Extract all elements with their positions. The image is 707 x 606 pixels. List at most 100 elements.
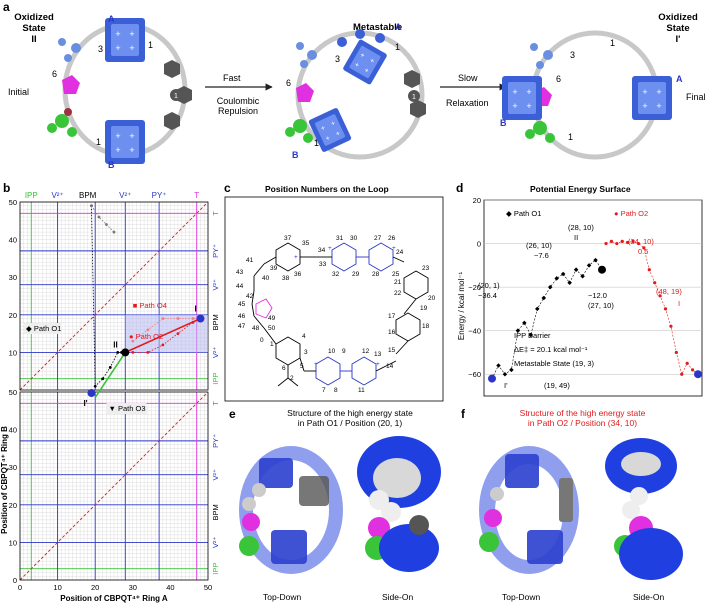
legend-o1: ◆ Path O1 <box>26 324 61 333</box>
legend-o1: ◆ Path O1 <box>506 209 541 218</box>
annotation-label: (27, 10) <box>588 301 614 310</box>
panel-e-letter: e <box>229 407 236 421</box>
series-point <box>146 351 149 354</box>
path-o2-point <box>680 373 683 376</box>
panel-f-title-line1: Structure of the high energy state <box>475 408 690 418</box>
svg-text:1: 1 <box>270 341 274 348</box>
y-tick-label: −40 <box>468 327 481 336</box>
path-o2-point <box>675 351 678 354</box>
series-point <box>177 332 180 335</box>
y-tick-label-bottom: 0 <box>13 576 17 585</box>
path-o1-point <box>535 307 540 312</box>
series-point <box>177 317 180 320</box>
right-site-label: BPM <box>211 504 220 520</box>
y-tick-label-bottom: 10 <box>9 538 17 547</box>
path-o2-point <box>664 307 667 310</box>
series-point <box>109 366 112 369</box>
panel-f-view1: Top-Down <box>502 592 540 602</box>
panel-e-view2: Side-On <box>382 592 413 602</box>
svg-text:+: + <box>294 254 298 261</box>
svg-text:+: + <box>376 361 380 368</box>
series-point <box>101 377 104 380</box>
series-point <box>161 343 164 346</box>
marker-ii-label: II <box>113 340 117 349</box>
panel-f-structures <box>461 430 707 590</box>
x-axis-label: Position of CBPQT⁴⁺ Ring A <box>60 594 168 603</box>
panel-a-graphic: + + + + 3 6 1 1 A B 1 <box>0 0 707 175</box>
panel-f-view2: Side-On <box>633 592 664 602</box>
panel-e-title: Structure of the high energy state in Pa… <box>245 408 455 428</box>
right-site-label: PY⁺ <box>211 244 220 258</box>
panel-d-letter: d <box>456 181 463 195</box>
svg-text:6: 6 <box>282 365 286 372</box>
panel-f-topdown <box>479 446 579 574</box>
annotation-label: II <box>574 233 578 242</box>
path-o1-point <box>567 280 572 285</box>
x-tick-label: 0 <box>18 583 22 592</box>
marker-i <box>694 370 702 378</box>
right-site-label: V²⁺ <box>211 279 220 291</box>
svg-text:4: 4 <box>302 333 306 340</box>
path-o2-point <box>604 242 607 245</box>
svg-text:44: 44 <box>236 283 244 290</box>
panel-e-title-line1: Structure of the high energy state <box>245 408 455 418</box>
legend-o2: ● Path O2 <box>129 332 163 341</box>
svg-text:29: 29 <box>352 271 360 278</box>
panel-d-title: Potential Energy Surface <box>530 184 631 194</box>
svg-text:3: 3 <box>98 44 103 54</box>
svg-text:38: 38 <box>282 275 290 282</box>
panel-f-title-line2: in Path O2 / Position (34, 10) <box>475 418 690 428</box>
svg-text:1: 1 <box>96 137 101 147</box>
svg-text:3: 3 <box>304 349 308 356</box>
svg-text:35: 35 <box>302 240 310 247</box>
svg-text:45: 45 <box>238 301 246 308</box>
annotation-label: −36.4 <box>478 291 497 300</box>
annotation-label: (48, 19) <box>656 287 682 296</box>
y-tick-label-top: 20 <box>9 311 17 320</box>
svg-text:A: A <box>676 74 683 84</box>
svg-text:37: 37 <box>284 235 292 242</box>
x-tick-label: 50 <box>204 583 212 592</box>
right-site-label: IPP <box>211 563 220 575</box>
path-o2-line <box>606 241 698 374</box>
path-o1-point <box>574 267 579 272</box>
right-site-label: V²⁺ <box>211 537 220 549</box>
path-o2-point <box>653 281 656 284</box>
svg-text:49: 49 <box>268 315 276 322</box>
path-o2-point <box>621 240 624 243</box>
svg-text:+: + <box>314 361 318 368</box>
svg-text:43: 43 <box>236 269 244 276</box>
annotation-label: ΔE‡ = 20.1 kcal mol⁻¹ <box>514 345 588 354</box>
path-o2-point <box>691 368 694 371</box>
marker-i <box>196 315 204 323</box>
svg-text:40: 40 <box>262 275 270 282</box>
top-site-label: PY⁺ <box>152 191 167 200</box>
svg-text:2: 2 <box>290 375 294 382</box>
metastable-molecule: 3 6 1 1 A B 1 <box>285 22 426 160</box>
panel-c-letter: c <box>224 181 231 195</box>
y-tick-label-bottom: 40 <box>9 426 17 435</box>
svg-text:50: 50 <box>268 325 276 332</box>
annotation-label: I <box>678 299 680 308</box>
svg-text:6: 6 <box>286 78 291 88</box>
svg-text:42: 42 <box>246 293 254 300</box>
path-o2-point <box>669 325 672 328</box>
panel-c-title: Position Numbers on the Loop <box>265 184 389 194</box>
svg-text:20: 20 <box>428 295 436 302</box>
right-site-label: V²⁺ <box>211 347 220 359</box>
svg-text:0: 0 <box>260 337 264 344</box>
y-tick-label-top: 50 <box>9 198 17 207</box>
annotation-label: (20, 1) <box>478 281 500 290</box>
series-point <box>105 223 108 226</box>
svg-text:22: 22 <box>394 290 402 297</box>
panel-e-topdown <box>239 446 343 574</box>
annotation-label: I' <box>504 381 508 390</box>
panel-e-view1: Top-Down <box>263 592 301 602</box>
y-tick-label: 0 <box>477 240 481 249</box>
y-tick-label-bottom: 50 <box>9 388 17 397</box>
legend-o2: ● Path O2 <box>614 209 648 218</box>
marker-ii <box>121 348 129 356</box>
svg-text:A: A <box>395 22 402 32</box>
svg-text:1: 1 <box>395 42 400 52</box>
